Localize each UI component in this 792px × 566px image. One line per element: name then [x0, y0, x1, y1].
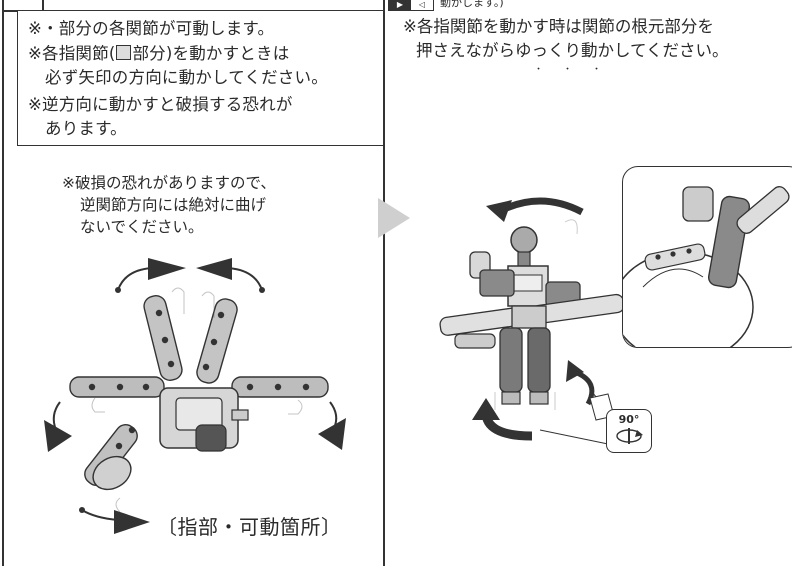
finger-up-left [143, 295, 183, 381]
emphasis-dots: ・・・ [534, 65, 622, 75]
rotate-90-icon [616, 428, 643, 444]
thumb [84, 423, 138, 491]
back-icon: ◁ [418, 0, 426, 9]
rotate-arrow-right [566, 360, 595, 406]
ghost-fingers [91, 287, 303, 513]
notice-line-1: ※・部分の各関節が可動します。 [28, 19, 275, 38]
left-caption-line-3: ないでください。 [80, 218, 204, 236]
right-note-line-1: ※各指関節を動かす時は関節の根元部分を [403, 17, 714, 36]
arrow-top-right [196, 258, 265, 293]
arrow-bottom [79, 507, 150, 534]
notice-line-5: あります。 [45, 119, 127, 138]
closeup-inset [622, 166, 792, 348]
robot-figure [439, 219, 625, 410]
notice-line-2b: 部分)を動かすときは [132, 44, 290, 63]
header-icon: ▶ ◁ [388, 0, 434, 11]
finger-up-right [196, 298, 238, 384]
rotate-arrow-top [486, 197, 584, 222]
notice-line-2: ※各指関節( 部分)を動かすときは [28, 44, 289, 64]
palm [159, 387, 249, 452]
play-icon: ▶ [389, 0, 411, 10]
finger-right [231, 376, 329, 398]
square-marker-icon [116, 45, 132, 60]
header-fragment: 動かします。) [440, 0, 504, 9]
arrow-left-down [44, 401, 72, 452]
rotation-badge-label: 90° [618, 413, 640, 426]
rotate-arrow-bottom [472, 398, 533, 441]
notice-line-3: 必ず矢印の方向に動かしてください。 [45, 68, 328, 87]
finger-left [69, 376, 165, 398]
right-note-line-2: 押さえながらゆっくり動かしてください。 [416, 41, 729, 60]
finger-movable-label: 〔指部・可動箇所〕 [157, 515, 342, 539]
page-left-border [2, 0, 4, 566]
arrow-right-down [318, 401, 346, 450]
transition-arrow-icon [378, 198, 410, 238]
notice-line-4: ※逆方向に動かすと破損する恐れが [28, 95, 293, 114]
left-caption-line-1: ※破損の恐れがありますので、 [62, 174, 276, 192]
rotation-badge: 90° [606, 409, 652, 453]
left-caption-line-2: 逆関節方向には絶対に曲げ [80, 196, 267, 214]
notice-box: ※・部分の各関節が可動します。 ※各指関節( 部分)を動かすときは 必ず矢印の方向… [17, 10, 385, 146]
panel-divider [383, 0, 385, 566]
notice-line-2a: ※各指関節( [28, 44, 116, 63]
arrow-top-left [115, 258, 186, 293]
closeup-drawing [623, 186, 790, 347]
